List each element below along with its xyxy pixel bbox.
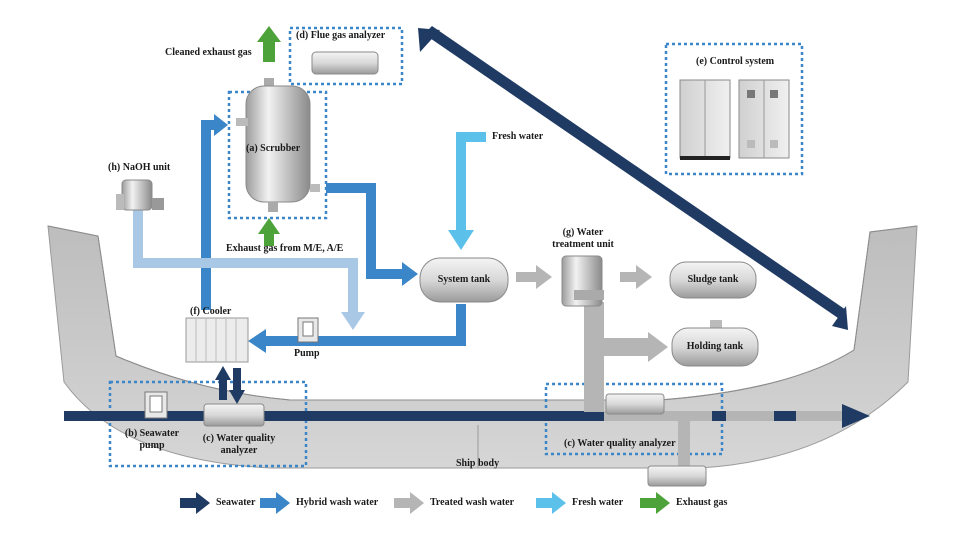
naoh-line bbox=[133, 210, 365, 330]
scrubber-device bbox=[236, 78, 320, 212]
naoh-unit-device bbox=[116, 179, 164, 211]
legend-label-exhaust: Exhaust gas bbox=[676, 497, 728, 508]
water-treatment-device bbox=[561, 255, 604, 307]
exhaust-gas-arrows bbox=[257, 26, 281, 246]
label-wqa-left-2: analyzer bbox=[220, 445, 258, 456]
label-pump: Pump bbox=[294, 348, 320, 359]
legend-label-hybrid: Hybrid wash water bbox=[296, 497, 379, 508]
box-seawater-pump bbox=[108, 380, 308, 468]
label-cleaned-exhaust: Cleaned exhaust gas bbox=[165, 47, 252, 58]
legend-label-seawater: Seawater bbox=[216, 497, 256, 508]
legend-arrow-fresh bbox=[536, 492, 566, 514]
legend-arrow-seawater bbox=[180, 492, 210, 514]
holding-tank-device bbox=[671, 320, 759, 367]
water-quality-analyzer-devices bbox=[203, 393, 707, 487]
box-flue-gas-analyzer bbox=[288, 26, 404, 86]
seawater-line bbox=[64, 26, 870, 428]
legend-arrow-treated bbox=[394, 492, 424, 514]
label-system-tank: System tank bbox=[437, 274, 491, 285]
hybrid-wash-water-lines bbox=[201, 114, 466, 353]
label-holding-tank: Holding tank bbox=[686, 341, 744, 352]
label-sludge-tank: Sludge tank bbox=[687, 274, 739, 285]
system-tank-device bbox=[419, 257, 509, 303]
label-scrubber: (a) Scrubber bbox=[246, 143, 301, 154]
label-water-treatment-1: (g) Water bbox=[562, 227, 604, 238]
label-fresh-water: Fresh water bbox=[492, 131, 544, 142]
legend-arrows bbox=[180, 492, 670, 514]
label-seawater-pump-1: (b) Seawater bbox=[124, 428, 180, 439]
sludge-tank-device bbox=[669, 261, 757, 299]
cooler-device bbox=[185, 317, 249, 363]
label-control-system: (e) Control system bbox=[696, 56, 775, 67]
legend-label-fresh: Fresh water bbox=[572, 497, 624, 508]
legend-arrow-hybrid bbox=[260, 492, 290, 514]
label-wqa-right: (c) Water quality analyzer bbox=[564, 438, 676, 449]
label-flue-gas-analyzer: (d) Flue gas analyzer bbox=[296, 30, 386, 41]
label-seawater-pump-2: pump bbox=[139, 440, 165, 451]
seawater-pump-device bbox=[144, 391, 168, 419]
label-exhaust-from: Exhaust gas from M/E, A/E bbox=[226, 243, 344, 254]
fresh-water-line bbox=[448, 132, 486, 250]
label-water-treatment-2: treatment unit bbox=[552, 239, 614, 250]
treated-wash-water-lines bbox=[516, 265, 690, 466]
pump-device bbox=[297, 317, 319, 343]
legend-arrow-exhaust bbox=[640, 492, 670, 514]
label-ship-body: Ship body bbox=[456, 458, 500, 469]
label-naoh-unit: (h) NaOH unit bbox=[108, 162, 171, 173]
legend-label-treated: Treated wash water bbox=[430, 497, 515, 508]
label-wqa-left-1: (c) Water quality bbox=[202, 433, 276, 444]
label-cooler: (f) Cooler bbox=[190, 306, 232, 317]
control-cabinets bbox=[679, 79, 790, 160]
box-control-system bbox=[664, 42, 804, 176]
flue-gas-analyzer-device bbox=[311, 51, 379, 75]
